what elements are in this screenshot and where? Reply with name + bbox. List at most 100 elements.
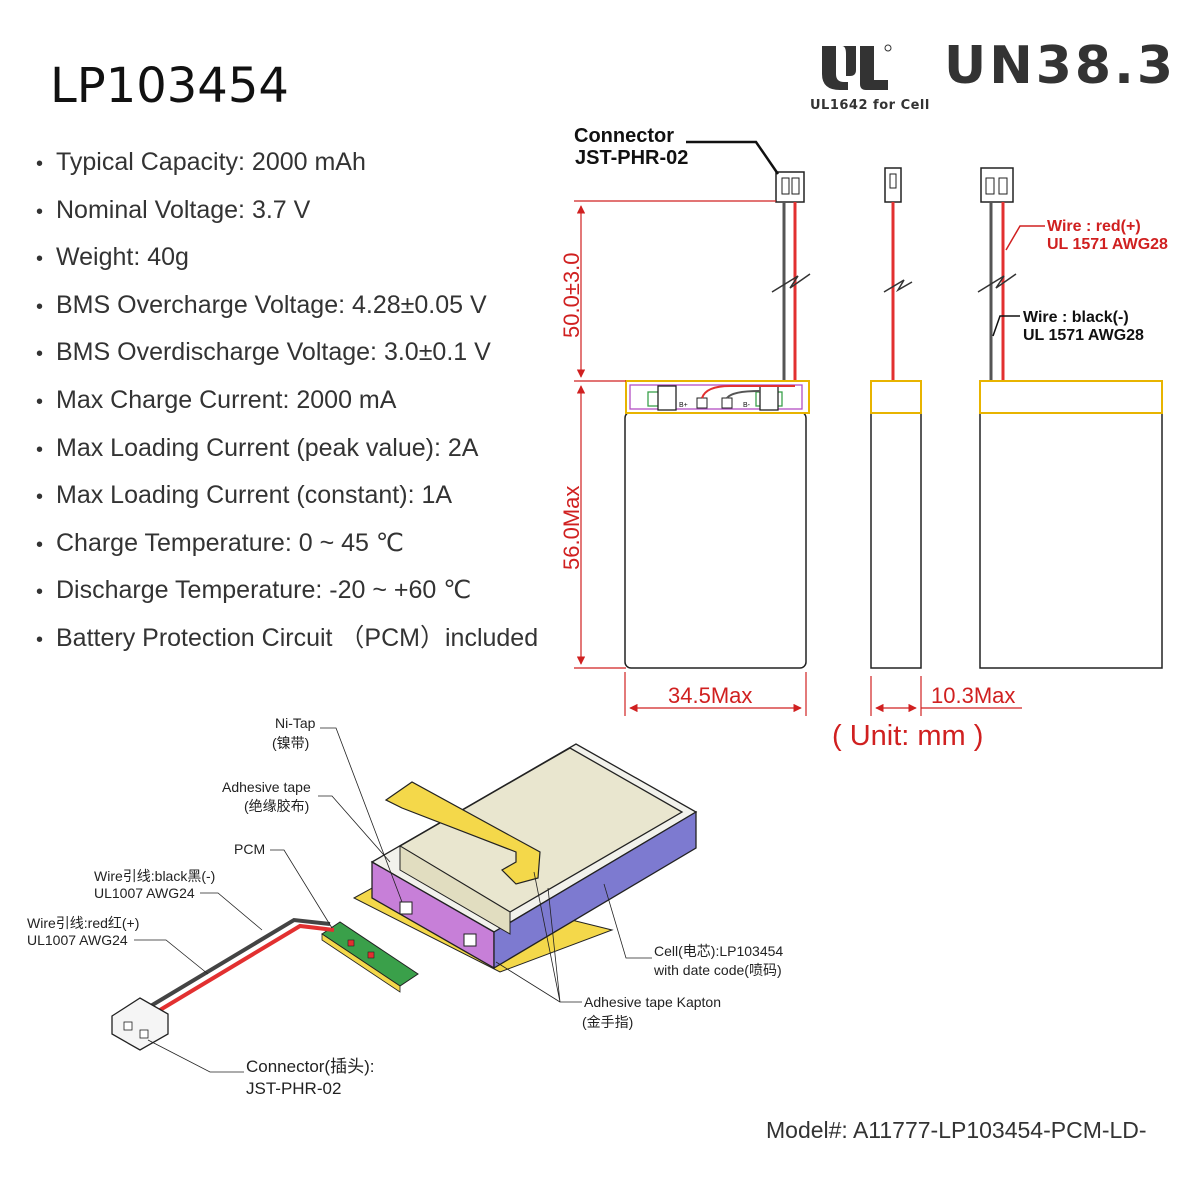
ul-recognized-logo — [822, 44, 892, 90]
spec-item: • Typical Capacity: 2000 mAh — [36, 140, 538, 188]
spec-item: • BMS Overcharge Voltage: 4.28±0.05 V — [36, 283, 538, 331]
wire-break-symbol — [883, 279, 913, 293]
back-view — [977, 167, 1163, 669]
spec-text: BMS Overdischarge Voltage: 3.0±0.1 V — [56, 338, 491, 367]
front-view: B+ B- — [624, 171, 811, 669]
spec-text: Battery Protection Circuit （PCM）included — [56, 623, 539, 652]
back-cell — [979, 411, 1163, 669]
spec-text: Discharge Temperature: -20 ~ +60 ℃ — [56, 576, 472, 605]
pcm-trace-red — [701, 385, 795, 399]
cell-label-1: Cell(电芯):LP103454 — [654, 943, 783, 959]
kapton-leader — [495, 871, 582, 1003]
pcm-b-plus-label: B+ — [679, 402, 688, 409]
connector-label-1: Connector(插头): — [246, 1057, 374, 1076]
side-cell — [870, 411, 922, 669]
cell-body — [624, 411, 807, 669]
wire-length-value: 50.0±3.0 — [559, 253, 584, 338]
cell-label-2: with date code(喷码) — [653, 962, 782, 978]
red-wire-leader — [1005, 225, 1045, 251]
nickel-tab — [759, 385, 779, 411]
kapton-label-2: (金手指) — [582, 1014, 633, 1030]
spec-text: Weight: 40g — [56, 243, 189, 272]
bullet: • — [36, 248, 44, 271]
bullet: • — [36, 200, 44, 223]
spec-item: • BMS Overdischarge Voltage: 3.0±0.1 V — [36, 330, 538, 378]
nitap-leader — [320, 727, 403, 903]
wire-black-leader — [200, 892, 263, 931]
pcm-label: PCM — [234, 841, 265, 857]
connector-body — [775, 171, 805, 203]
un38-3-mark: UN38.3 — [944, 36, 1177, 96]
bullet: • — [36, 153, 44, 175]
wire-break-symbol — [771, 273, 811, 293]
wire-break-symbol — [977, 273, 1017, 293]
red-wire-label-1: Wire : red(+) — [1047, 218, 1141, 235]
side-pcm — [870, 380, 922, 414]
bullet: • — [36, 390, 44, 413]
adhesive-leader — [318, 795, 391, 863]
wire-black-label-2: UL1007 AWG24 — [94, 885, 195, 901]
cell-tray-right — [493, 810, 697, 970]
spec-text: Max Loading Current (constant): 1A — [56, 481, 453, 510]
spec-item: •Nominal Voltage: 3.7 V — [36, 188, 538, 236]
pcm-edge — [321, 933, 401, 993]
adhesive-label-1: Adhesive tape — [222, 779, 311, 795]
spec-text: Typical Capacity: 2000 mAh — [56, 148, 366, 176]
spec-item: • Max Charge Current: 2000 mA — [36, 378, 538, 426]
spec-item: • Discharge Temperature: -20 ~ +60 ℃ — [36, 568, 538, 616]
ni-tab — [399, 901, 413, 915]
model-number: Model#: A11777-LP103454-PCM-LD- — [766, 1117, 1147, 1143]
red-wire-label-2: UL 1571 AWG28 — [1047, 236, 1168, 253]
bullet: • — [36, 343, 44, 366]
exploded-view — [111, 727, 698, 1073]
ni-tab — [463, 933, 477, 947]
exploded-wire-black — [142, 917, 331, 1012]
pcm-chip — [696, 397, 708, 409]
spec-list: • Typical Capacity: 2000 mAh •Nominal Vol… — [36, 140, 538, 664]
spec-item: •Max Loading Current (peak value): 2A — [36, 426, 538, 474]
adhesive-tape-strip — [384, 781, 541, 885]
cell-leader — [603, 883, 652, 959]
dimension-height: 56.0Max — [559, 385, 626, 669]
connector-callout-line1: Connector — [574, 125, 674, 147]
bullet: • — [36, 486, 44, 509]
connector-leader-exploded — [147, 1039, 244, 1073]
kapton-label-1: Adhesive tape Kapton — [584, 994, 721, 1010]
back-pcm — [979, 380, 1163, 414]
wire-black-label-1: Wire引线:black黑(-) — [94, 868, 215, 884]
pcm-inner — [629, 384, 803, 410]
black-wire-label-2: UL 1571 AWG28 — [1023, 327, 1144, 344]
dimension-thickness: 10.3Max — [870, 676, 1022, 716]
nickel-tab — [657, 385, 677, 411]
product-title: LP103454 — [50, 58, 289, 114]
spec-text: Max Charge Current: 2000 mA — [56, 385, 397, 414]
connector-leader — [686, 140, 780, 175]
black-wire-leader — [992, 315, 1020, 337]
spec-item: •Charge Temperature: 0 ~ 45 ℃ — [36, 521, 538, 569]
side-view — [870, 167, 922, 669]
connector-slot — [781, 177, 790, 195]
spec-item: • Battery Protection Circuit （PCM）include… — [36, 616, 538, 664]
black-wire-label-1: Wire : black(-) — [1023, 309, 1129, 326]
exploded-connector — [111, 997, 169, 1051]
thickness-value: 10.3Max — [931, 683, 1015, 708]
bullet: • — [36, 438, 44, 461]
nitap-label-1: Ni-Tap — [275, 715, 316, 731]
spec-item: • Weight: 40g — [36, 235, 538, 283]
wire-red-leader — [134, 939, 209, 975]
spec-text: BMS Overcharge Voltage: 4.28±0.05 V — [56, 290, 487, 319]
bullet: • — [36, 628, 44, 651]
side-connector — [884, 167, 902, 203]
pcm-leader — [270, 849, 333, 929]
connector-label-2: JST-PHR-02 — [246, 1079, 341, 1098]
pcm-b-minus-label: B- — [743, 402, 751, 409]
bullet: • — [36, 295, 44, 318]
dimension-wire-length: 50.0±3.0 — [559, 200, 776, 382]
height-value: 56.0Max — [559, 486, 584, 570]
exploded-wire-red — [148, 923, 335, 1018]
bullet: • — [36, 533, 44, 556]
bullet: • — [36, 581, 44, 604]
ul-standard-caption: UL1642 for Cell — [810, 98, 930, 113]
width-value: 34.5Max — [668, 683, 752, 708]
